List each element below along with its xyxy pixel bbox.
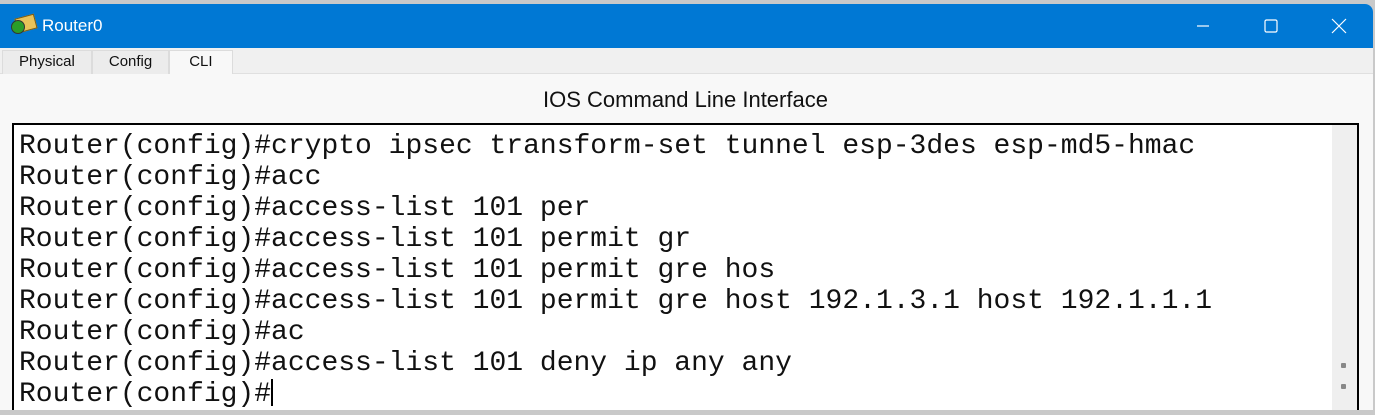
terminal-line: Router(config)#access-list 101 permit gr [19, 224, 692, 255]
terminal-line: Router(config)#ac [19, 317, 305, 348]
close-button[interactable] [1305, 4, 1373, 48]
terminal-prompt-line[interactable]: Router(config)# [19, 379, 1327, 410]
terminal-line: Router(config)#access-list 101 deny ip a… [19, 348, 792, 379]
terminal-line: Router(config)#access-list 101 per [19, 193, 591, 224]
title-bar[interactable]: Router0 [0, 4, 1373, 48]
terminal-line: Router(config)#access-list 101 permit gr… [19, 255, 776, 286]
minimize-icon [1197, 25, 1209, 27]
minimize-button[interactable] [1169, 4, 1237, 48]
terminal-line: Router(config)#acc [19, 162, 322, 193]
scrollbar-grip-icon [1341, 384, 1346, 389]
router-window: Router0 Physical Config CLI IOS Command … [0, 4, 1373, 410]
text-cursor [271, 379, 274, 406]
tab-config[interactable]: Config [91, 50, 170, 74]
tab-physical[interactable]: Physical [2, 50, 92, 74]
window-title: Router0 [42, 16, 103, 35]
router-app-icon [10, 13, 38, 37]
close-icon [1331, 18, 1347, 34]
cli-terminal[interactable]: Router(config)#crypto ipsec transform-se… [12, 123, 1359, 410]
terminal-line: Router(config)#crypto ipsec transform-se… [19, 131, 1196, 162]
tab-cli[interactable]: CLI [169, 50, 233, 74]
tab-bar: Physical Config CLI [0, 48, 1373, 74]
cli-heading: IOS Command Line Interface [543, 87, 828, 112]
prompt: Router(config)# [19, 379, 272, 410]
vertical-scrollbar[interactable] [1332, 125, 1357, 410]
terminal-line: Router(config)#access-list 101 permit gr… [19, 286, 1212, 317]
maximize-button[interactable] [1237, 4, 1305, 48]
maximize-icon [1264, 19, 1278, 33]
cli-panel: IOS Command Line Interface Router(config… [0, 74, 1373, 410]
scrollbar-grip-icon [1341, 363, 1346, 368]
